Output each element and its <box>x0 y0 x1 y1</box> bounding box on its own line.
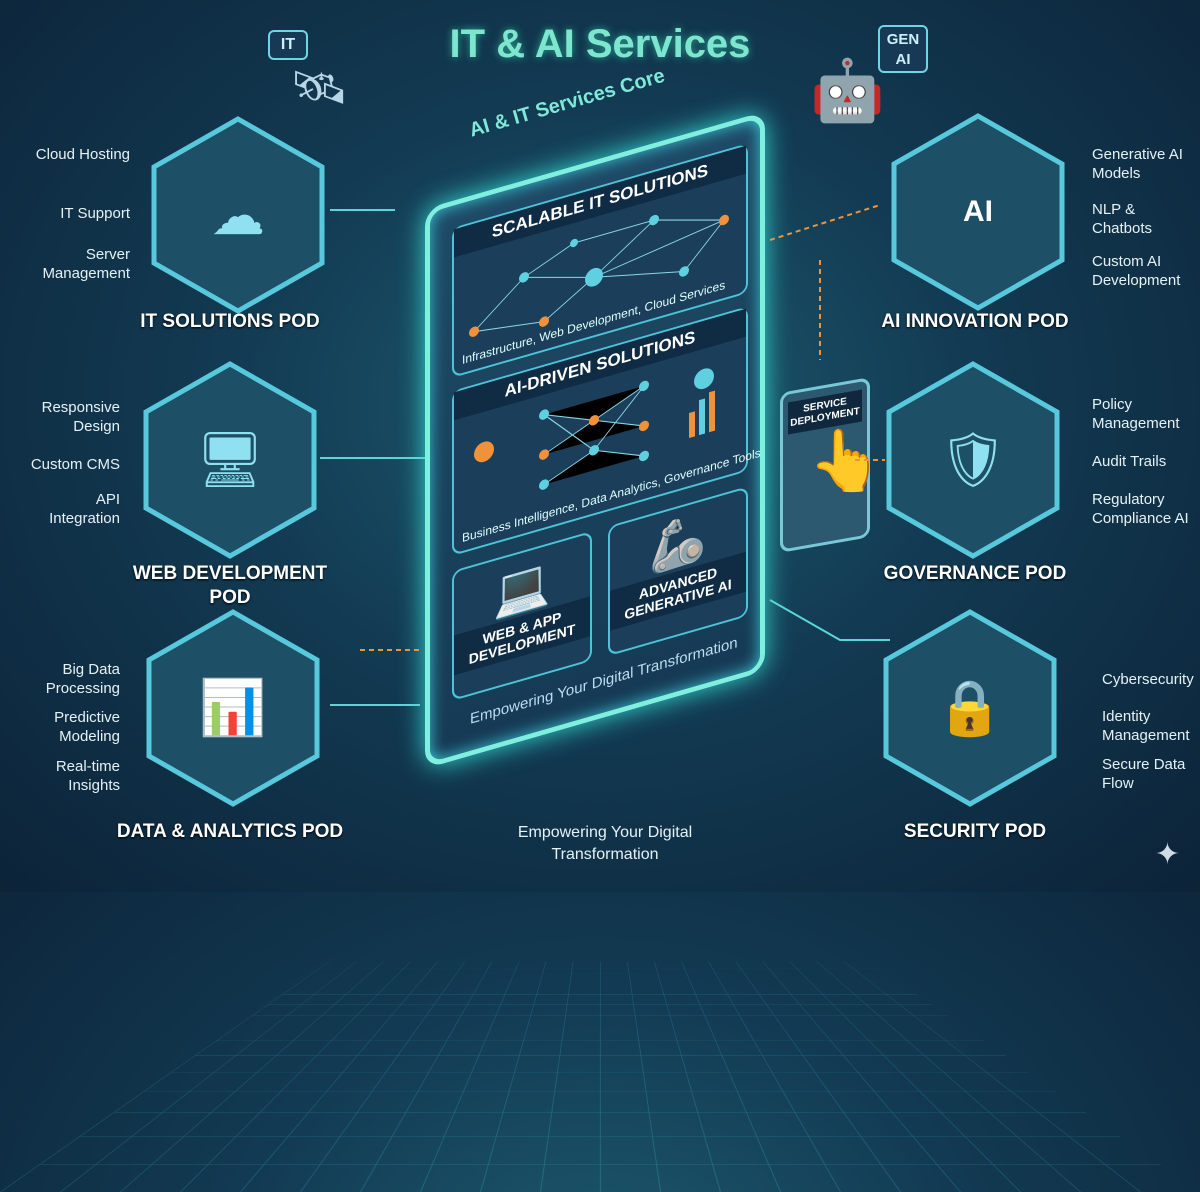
sparkle-icon: ✦ <box>1155 837 1180 872</box>
floor-grid <box>0 961 1200 1192</box>
bottom-caption: Empowering Your Digital Transformation <box>480 822 730 866</box>
connector-lines <box>0 0 1200 892</box>
